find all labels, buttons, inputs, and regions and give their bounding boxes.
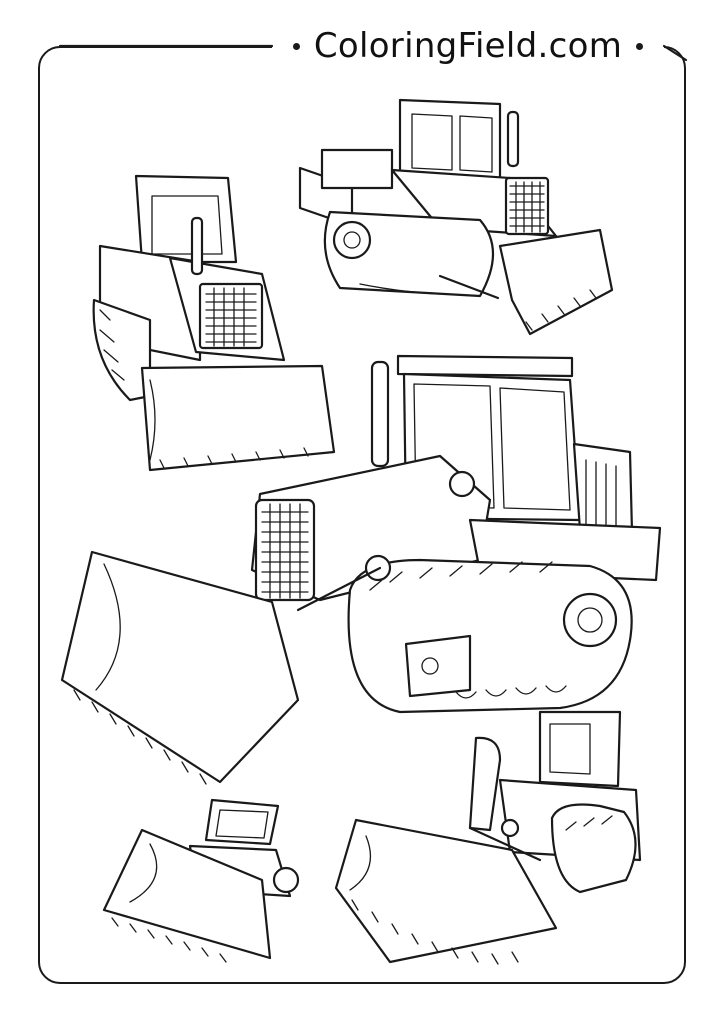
site-name: ColoringField.com (313, 26, 623, 66)
loader-bottom-right (334, 710, 642, 965)
right-dot-ornament (636, 42, 644, 50)
left-dot-ornament (292, 42, 300, 50)
frame-top-right-line (662, 44, 688, 62)
site-watermark: ColoringField.com (272, 22, 664, 70)
loader-bottom-left (102, 798, 300, 963)
loader-top-left (92, 174, 336, 472)
loader-top-right (298, 98, 614, 336)
loader-center-large (60, 354, 662, 785)
